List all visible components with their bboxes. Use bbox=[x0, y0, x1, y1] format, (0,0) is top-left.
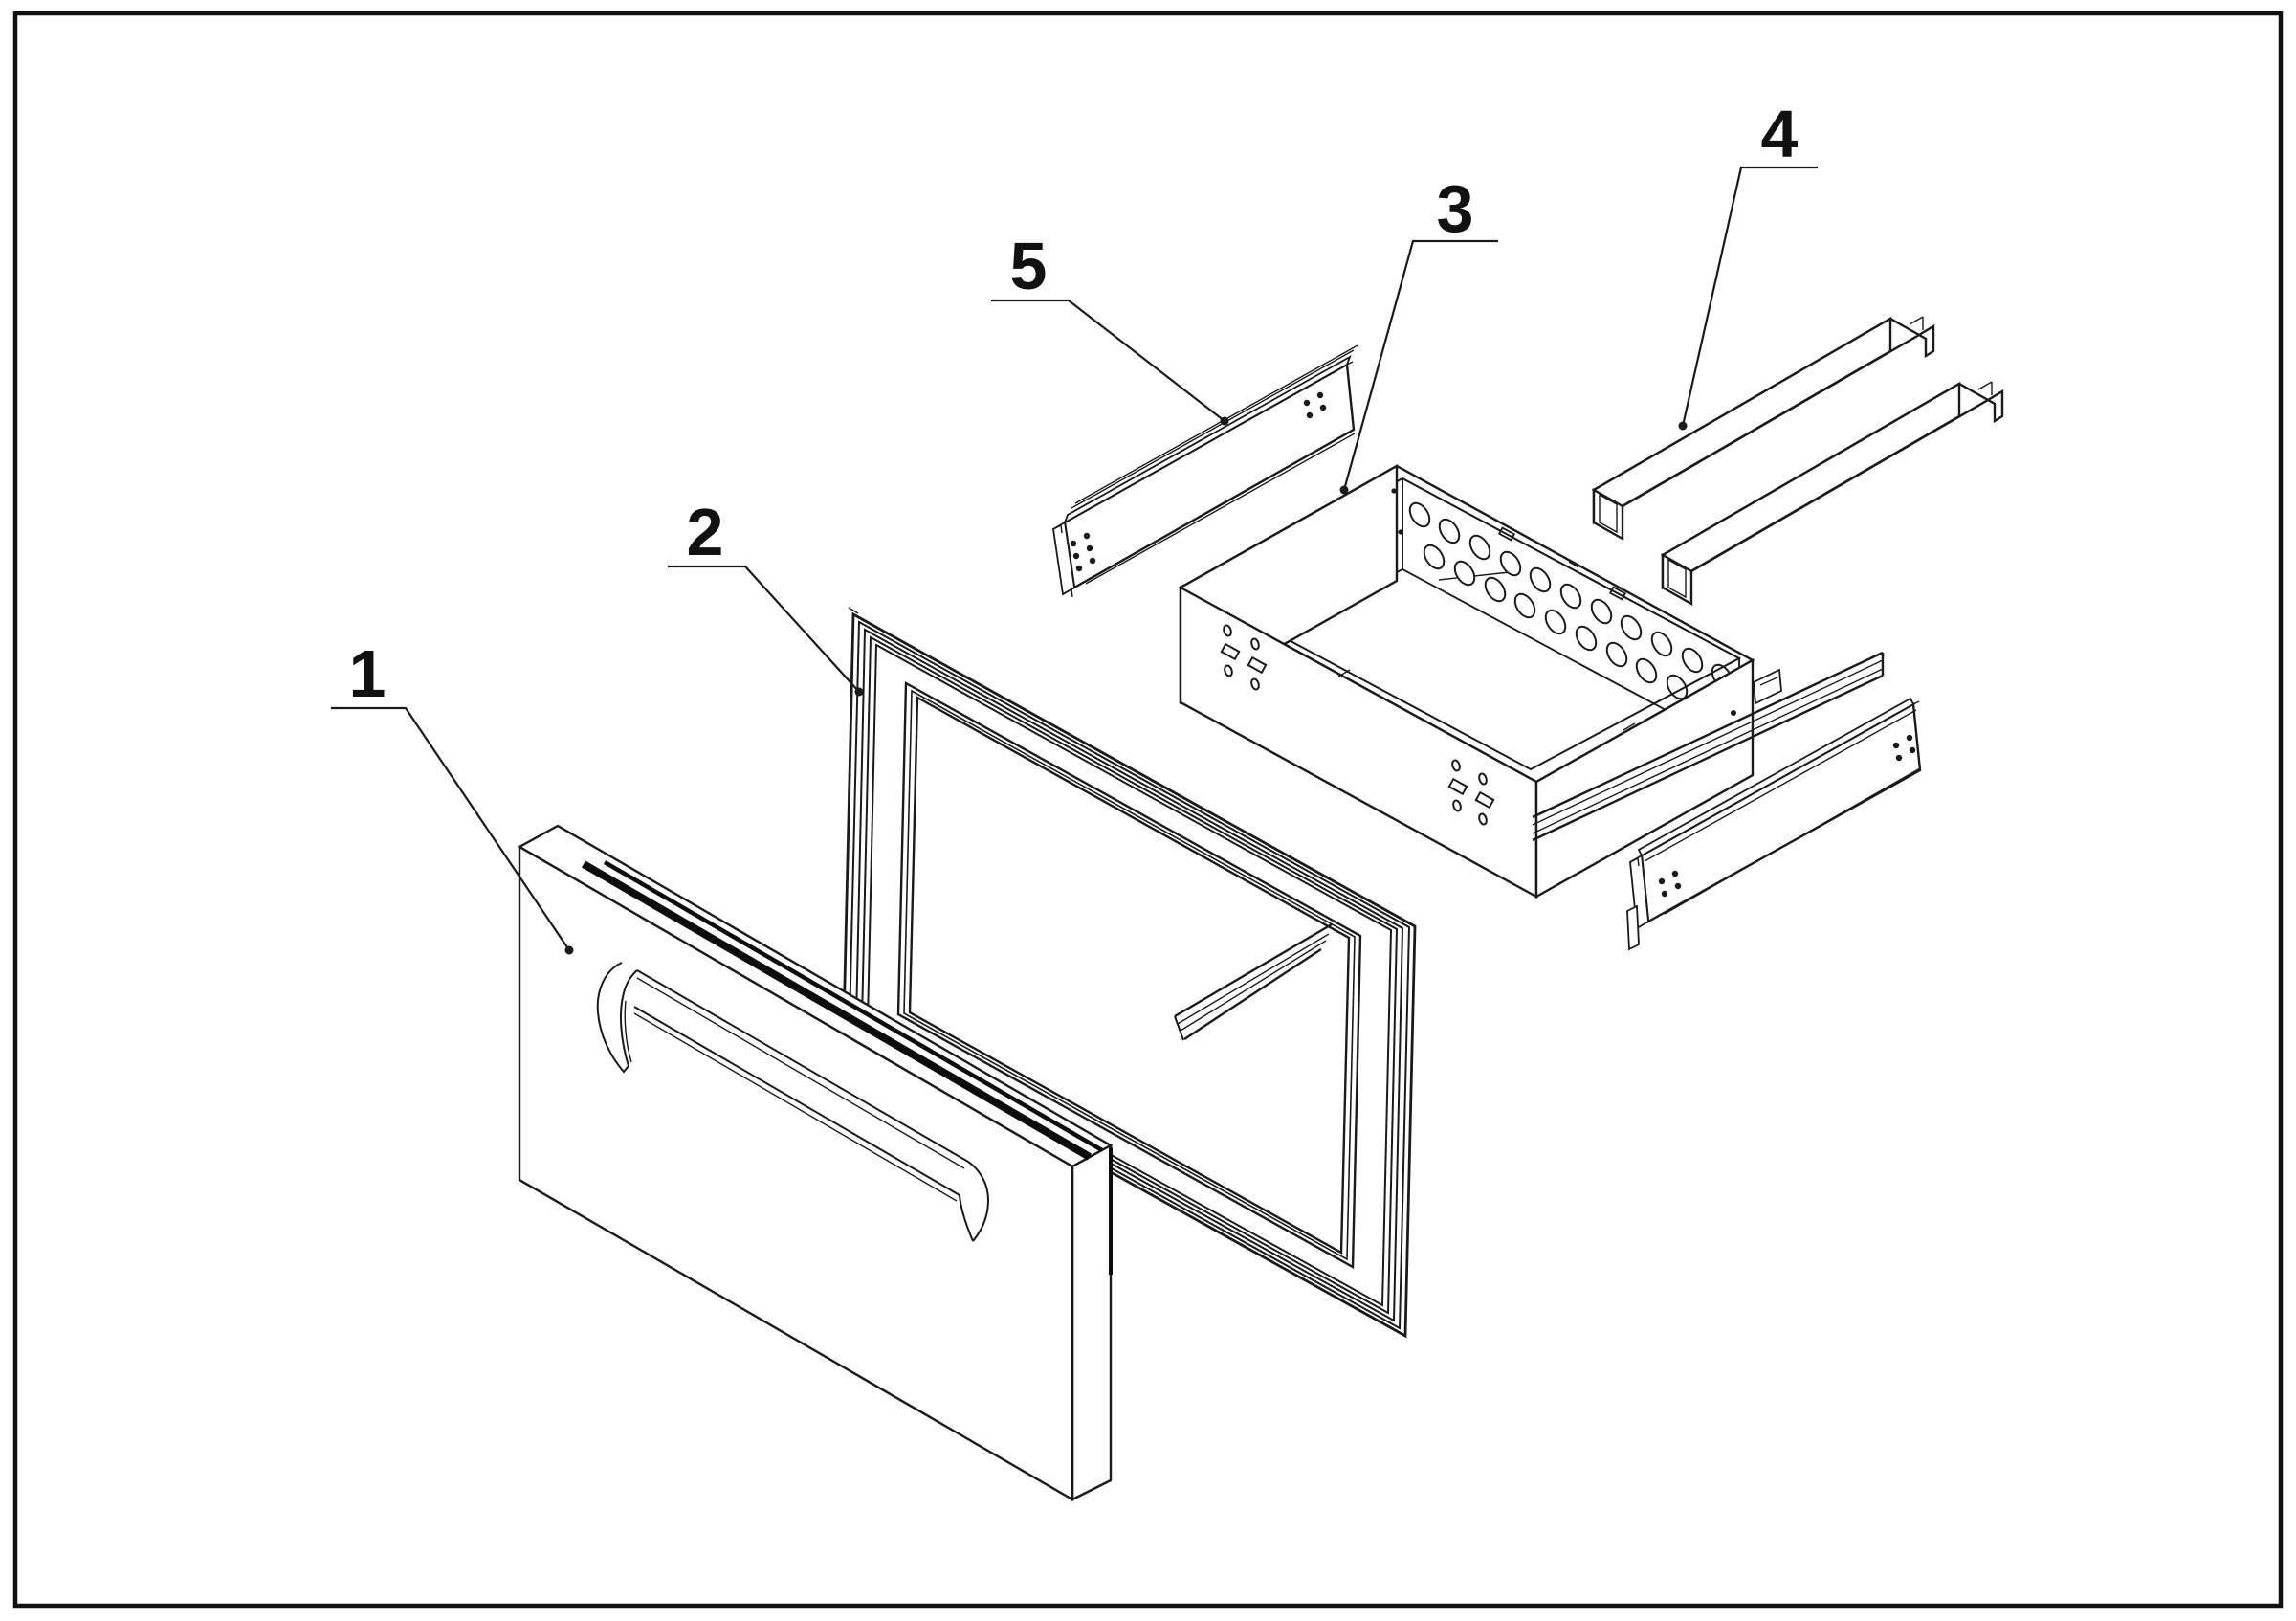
panel-top-seal-band bbox=[581, 860, 1093, 1161]
callout-3-leader bbox=[1342, 239, 1498, 491]
channel-right-screw-holes bbox=[1658, 734, 1916, 898]
panel-front-face bbox=[518, 844, 1074, 1502]
callout-5: 5 bbox=[991, 229, 1229, 426]
slide-rail-right bbox=[1532, 651, 1885, 842]
callout-2-leader bbox=[668, 565, 860, 693]
drawing-border bbox=[12, 11, 2284, 1609]
callouts: 1 2 3 4 5 bbox=[331, 97, 1818, 955]
panel-handle bbox=[596, 962, 990, 1242]
callout-4: 4 bbox=[1678, 97, 1818, 431]
callout-3-dot bbox=[1339, 485, 1349, 495]
part-2-gasket bbox=[842, 607, 1417, 1339]
callout-4-number: 4 bbox=[1761, 97, 1799, 171]
callout-1-dot bbox=[564, 945, 574, 955]
callout-2-dot bbox=[854, 687, 864, 697]
panel-side-face bbox=[1071, 1143, 1113, 1501]
callout-3-number: 3 bbox=[1437, 171, 1474, 246]
slide-rail-left bbox=[1174, 922, 1333, 1041]
callout-1-leader bbox=[331, 706, 570, 951]
callout-1-number: 1 bbox=[349, 636, 386, 711]
callout-3: 3 bbox=[1339, 171, 1498, 495]
callout-5-dot bbox=[1220, 416, 1229, 426]
part-3-drawer-basket bbox=[1174, 463, 1885, 1041]
part-1-front-panel bbox=[517, 824, 1114, 1502]
callout-5-leader bbox=[991, 299, 1225, 422]
channel-left-screw-holes bbox=[1070, 391, 1327, 572]
support-bar-lower bbox=[1660, 381, 2004, 607]
part-5-channel-left bbox=[1052, 344, 1358, 598]
support-bar-upper bbox=[1591, 316, 1935, 542]
callout-2: 2 bbox=[668, 495, 864, 697]
callout-2-number: 2 bbox=[687, 495, 724, 569]
callout-4-dot bbox=[1678, 421, 1688, 431]
part-5-channel-right bbox=[1626, 697, 1922, 951]
part-4-support-bars bbox=[1591, 316, 2004, 607]
callout-1: 1 bbox=[331, 636, 574, 955]
basket-right-wall-outer bbox=[1534, 657, 1755, 899]
callout-4-leader bbox=[1681, 166, 1818, 427]
callout-5-number: 5 bbox=[1010, 229, 1048, 303]
